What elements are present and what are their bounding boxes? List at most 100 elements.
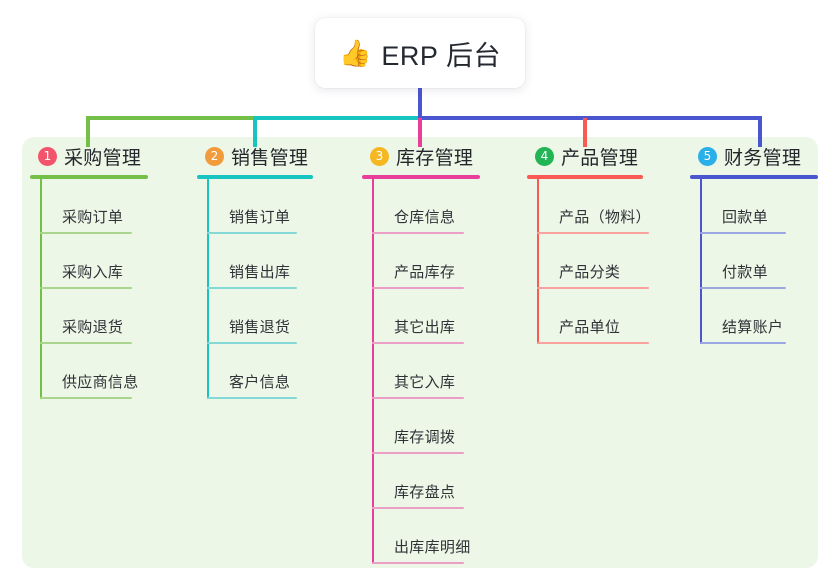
branch-column-2: 2 销售管理销售订单销售出库销售退货客户信息: [197, 143, 313, 399]
thumbs-up-emoji: 👍: [339, 38, 372, 68]
branch-column-3: 3 库存管理仓库信息产品库存其它出库其它入库库存调拨库存盘点出库库明细: [362, 143, 480, 564]
leaf-item[interactable]: 采购退货: [40, 289, 148, 344]
leaf-item[interactable]: 其它入库: [372, 344, 480, 399]
leaf-item[interactable]: 出库库明细: [372, 509, 480, 564]
branch-spine-5: [700, 179, 702, 344]
branches-panel: [22, 137, 818, 568]
leaf-item[interactable]: 销售退货: [207, 289, 313, 344]
leaf-item-label: 产品（物料）: [559, 209, 651, 226]
branch-header-4[interactable]: 4 产品管理: [527, 143, 643, 169]
leaf-item-rule: [372, 287, 464, 289]
branch-spine-2: [207, 179, 209, 399]
branch-rule-2: [197, 175, 313, 179]
branch-rule-3: [362, 175, 480, 179]
leaf-item-label: 回款单: [722, 209, 768, 226]
branch-items-2: 销售订单销售出库销售退货客户信息: [197, 179, 313, 399]
branch-badge-2: 2: [205, 146, 224, 166]
branch-spine-3: [372, 179, 374, 564]
leaf-item-rule: [537, 287, 649, 289]
leaf-item-label: 付款单: [722, 264, 768, 281]
branch-rule-1: [30, 175, 148, 179]
leaf-item-rule: [372, 452, 464, 454]
leaf-item-rule: [207, 287, 297, 289]
leaf-item-rule: [372, 232, 464, 234]
branch-column-4: 4 产品管理产品（物料） 产品分类产品单位: [527, 143, 651, 344]
branch-spine-4: [537, 179, 539, 344]
branch-spine-1: [40, 179, 42, 399]
leaf-item[interactable]: 产品单位: [537, 289, 649, 344]
leaf-item-label: 供应商信息: [62, 374, 139, 391]
leaf-item-label: 库存调拨: [394, 429, 456, 446]
leaf-item-rule: [700, 232, 786, 234]
leaf-item[interactable]: 采购订单: [40, 179, 148, 234]
leaf-item-label: 客户信息: [229, 374, 291, 391]
leaf-item-rule: [700, 287, 786, 289]
leaf-item-rule: [207, 232, 297, 234]
leaf-item[interactable]: 采购入库: [40, 234, 148, 289]
leaf-item[interactable]: 产品（物料）: [537, 179, 651, 234]
leaf-item-label: 出库库明细: [394, 539, 471, 556]
root-node[interactable]: 👍 ERP 后台: [315, 18, 525, 88]
leaf-item-rule: [537, 232, 649, 234]
leaf-item-rule: [40, 342, 132, 344]
leaf-item-label: 销售退货: [229, 319, 291, 336]
leaf-item-label: 其它出库: [394, 319, 456, 336]
leaf-item[interactable]: 结算账户: [700, 289, 818, 344]
leaf-item-rule: [40, 287, 132, 289]
leaf-item-label: 销售订单: [229, 209, 291, 226]
leaf-item-rule: [40, 397, 132, 399]
leaf-item-rule: [207, 342, 297, 344]
leaf-item-rule: [372, 507, 464, 509]
leaf-item[interactable]: 库存调拨: [372, 399, 480, 454]
branch-title-1: 采购管理: [64, 147, 142, 169]
branch-items-1: 采购订单采购入库采购退货供应商信息: [30, 179, 148, 399]
branch-title-5: 财务管理: [724, 147, 802, 169]
leaf-item[interactable]: 其它出库: [372, 289, 480, 344]
leaf-item[interactable]: 仓库信息: [372, 179, 480, 234]
leaf-item-label: 库存盘点: [394, 484, 456, 501]
leaf-item-rule: [537, 342, 649, 344]
branch-header-3[interactable]: 3 库存管理: [362, 143, 480, 169]
leaf-item[interactable]: 销售出库: [207, 234, 313, 289]
leaf-item-label: 产品分类: [559, 264, 621, 281]
branch-badge-3: 3: [370, 146, 389, 166]
leaf-item[interactable]: 库存盘点: [372, 454, 480, 509]
leaf-item-label: 其它入库: [394, 374, 456, 391]
branch-badge-5: 5: [698, 146, 717, 166]
branch-header-5[interactable]: 5 财务管理: [690, 143, 818, 169]
branch-title-3: 库存管理: [396, 147, 474, 169]
leaf-item-label: 采购订单: [62, 209, 124, 226]
leaf-item[interactable]: 付款单: [700, 234, 818, 289]
leaf-item-label: 仓库信息: [394, 209, 456, 226]
branch-items-5: 回款单付款单结算账户: [690, 179, 818, 344]
leaf-item[interactable]: 客户信息: [207, 344, 313, 399]
branch-title-4: 产品管理: [561, 147, 639, 169]
leaf-item[interactable]: 销售订单: [207, 179, 313, 234]
leaf-item-label: 结算账户: [722, 319, 784, 336]
branch-header-2[interactable]: 2 销售管理: [197, 143, 313, 169]
branch-items-4: 产品（物料） 产品分类产品单位: [527, 179, 651, 344]
leaf-item-label: 采购退货: [62, 319, 124, 336]
leaf-item-label: 产品库存: [394, 264, 456, 281]
leaf-item-label: 产品单位: [559, 319, 621, 336]
leaf-item-rule: [40, 232, 132, 234]
leaf-item-label: 采购入库: [62, 264, 124, 281]
branch-rule-4: [527, 175, 643, 179]
root-title: ERP 后台: [381, 40, 501, 71]
leaf-item-rule: [372, 342, 464, 344]
leaf-item[interactable]: 产品分类: [537, 234, 649, 289]
leaf-item[interactable]: 产品库存: [372, 234, 480, 289]
branch-title-2: 销售管理: [231, 147, 309, 169]
leaf-item[interactable]: 供应商信息: [40, 344, 148, 399]
branch-rule-5: [690, 175, 818, 179]
leaf-item[interactable]: 回款单: [700, 179, 818, 234]
leaf-item-rule: [700, 342, 786, 344]
leaf-item-rule: [372, 562, 464, 564]
leaf-item-rule: [372, 397, 464, 399]
branch-badge-4: 4: [535, 146, 554, 166]
leaf-item-label: 销售出库: [229, 264, 291, 281]
branch-column-5: 5 财务管理回款单付款单结算账户: [690, 143, 818, 344]
